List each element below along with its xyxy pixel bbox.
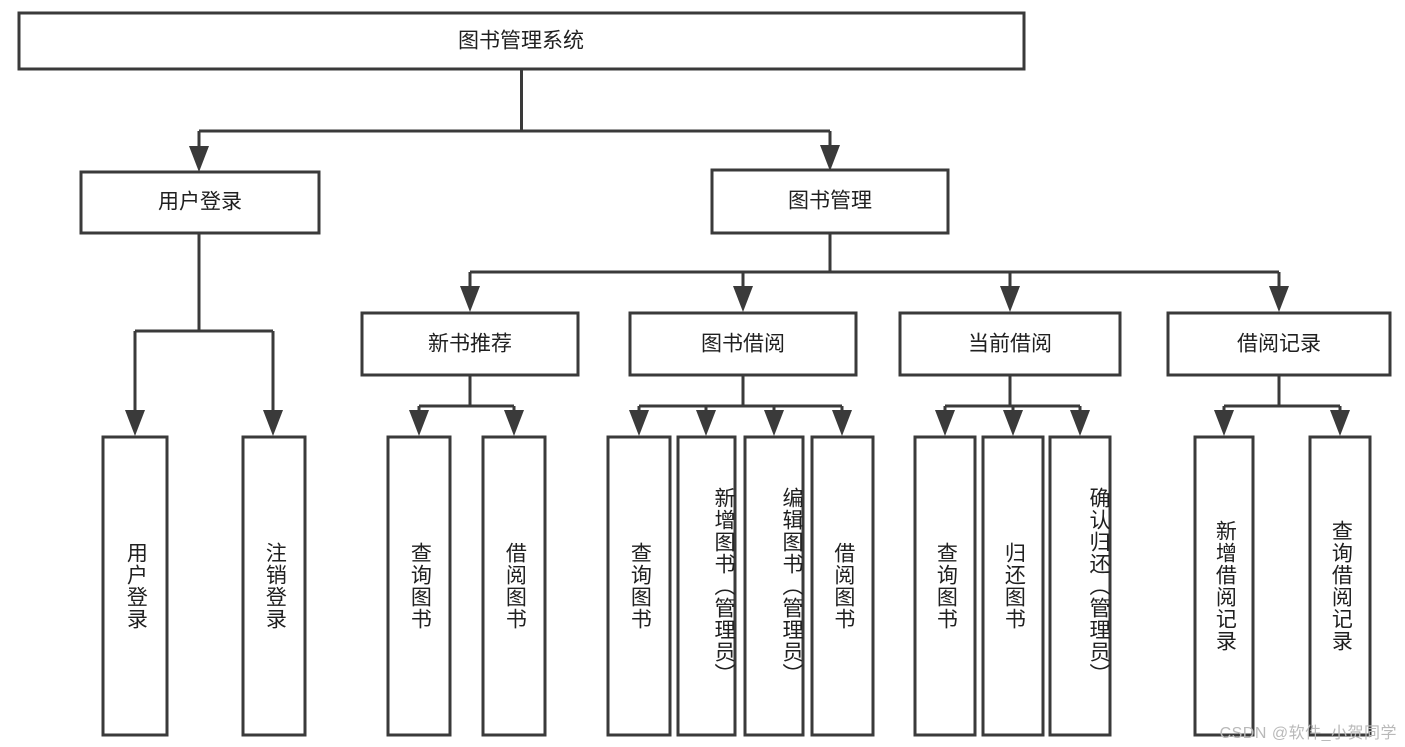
- connector-group: [125, 69, 1350, 436]
- watermark-text: CSDN @软件_小贺同学: [1219, 725, 1397, 742]
- arrowhead-leaf-confirm-return: [1070, 410, 1090, 436]
- arrowhead-leaf-query-book-cur: [935, 410, 955, 436]
- node-borrow-record-label: 借阅记录: [1237, 333, 1321, 356]
- node-leaf-user-login-box[interactable]: [101, 435, 169, 737]
- arrowhead-leaf-query-borrow-rec: [1330, 410, 1350, 436]
- node-new-book-rec-box[interactable]: [360, 311, 580, 377]
- node-user-login-label: 用户登录: [158, 191, 242, 214]
- node-book-manage-label: 图书管理: [788, 190, 872, 213]
- node-root-box[interactable]: [17, 11, 1026, 71]
- node-leaf-query-book-rec-box[interactable]: [386, 435, 452, 737]
- arrowhead-leaf-user-logout: [263, 410, 283, 436]
- arrowhead-leaf-query-book: [629, 410, 649, 436]
- arrowhead-leaf-add-book: [696, 410, 716, 436]
- node-user-login[interactable]: 用户登录: [79, 170, 321, 235]
- node-leaf-query-borrow-rec-box[interactable]: [1308, 435, 1372, 737]
- arrowhead-leaf-user-login: [125, 410, 145, 436]
- node-root[interactable]: 图书管理系统: [17, 11, 1026, 71]
- node-new-book-rec[interactable]: 新书推荐: [360, 311, 580, 377]
- node-borrow-record-box[interactable]: [1166, 311, 1392, 377]
- node-book-borrow[interactable]: 图书借阅: [628, 311, 858, 377]
- node-leaf-query-book-box[interactable]: [606, 435, 672, 737]
- arrowhead-leaf-return-book: [1003, 410, 1023, 436]
- arrowhead-leaf-query-book-rec: [409, 410, 429, 436]
- node-borrow-record[interactable]: 借阅记录: [1166, 311, 1392, 377]
- node-book-borrow-label: 图书借阅: [701, 333, 785, 356]
- node-leaf-return-book-box[interactable]: [981, 435, 1045, 737]
- arrowhead-leaf-add-borrow-rec: [1214, 410, 1234, 436]
- node-leaf-add-borrow-rec-box[interactable]: [1193, 435, 1255, 737]
- node-leaf-borrow-book-box[interactable]: [810, 435, 875, 737]
- node-book-manage[interactable]: 图书管理: [710, 168, 950, 235]
- arrowhead-borrow-record: [1269, 286, 1289, 312]
- leaf-box-group: [101, 435, 1372, 737]
- node-current-borrow-label: 当前借阅: [968, 333, 1052, 356]
- node-book-manage-box[interactable]: [710, 168, 950, 235]
- arrowhead-book-borrow: [733, 286, 753, 312]
- node-leaf-query-book-cur-box[interactable]: [913, 435, 977, 737]
- arrowhead-current-borrow: [1000, 286, 1020, 312]
- node-current-borrow[interactable]: 当前借阅: [898, 311, 1122, 377]
- node-new-book-rec-label: 新书推荐: [428, 333, 512, 356]
- node-current-borrow-box[interactable]: [898, 311, 1122, 377]
- arrowhead-leaf-borrow-book-rec: [504, 410, 524, 436]
- node-leaf-edit-book-box[interactable]: [743, 435, 805, 737]
- node-book-borrow-box[interactable]: [628, 311, 858, 377]
- node-leaf-confirm-return-box[interactable]: [1048, 435, 1112, 737]
- arrowhead-user-login: [189, 146, 209, 172]
- node-root-label: 图书管理系统: [458, 30, 584, 53]
- node-user-login-box[interactable]: [79, 170, 321, 235]
- node-leaf-add-book-box[interactable]: [676, 435, 737, 737]
- arrowhead-leaf-borrow-book: [832, 410, 852, 436]
- arrowhead-book-manage: [820, 145, 840, 171]
- arrowhead-leaf-edit-book: [764, 410, 784, 436]
- node-leaf-user-logout-box[interactable]: [241, 435, 307, 737]
- node-leaf-borrow-book-rec-box[interactable]: [481, 435, 547, 737]
- arrowhead-new-book-rec: [460, 286, 480, 312]
